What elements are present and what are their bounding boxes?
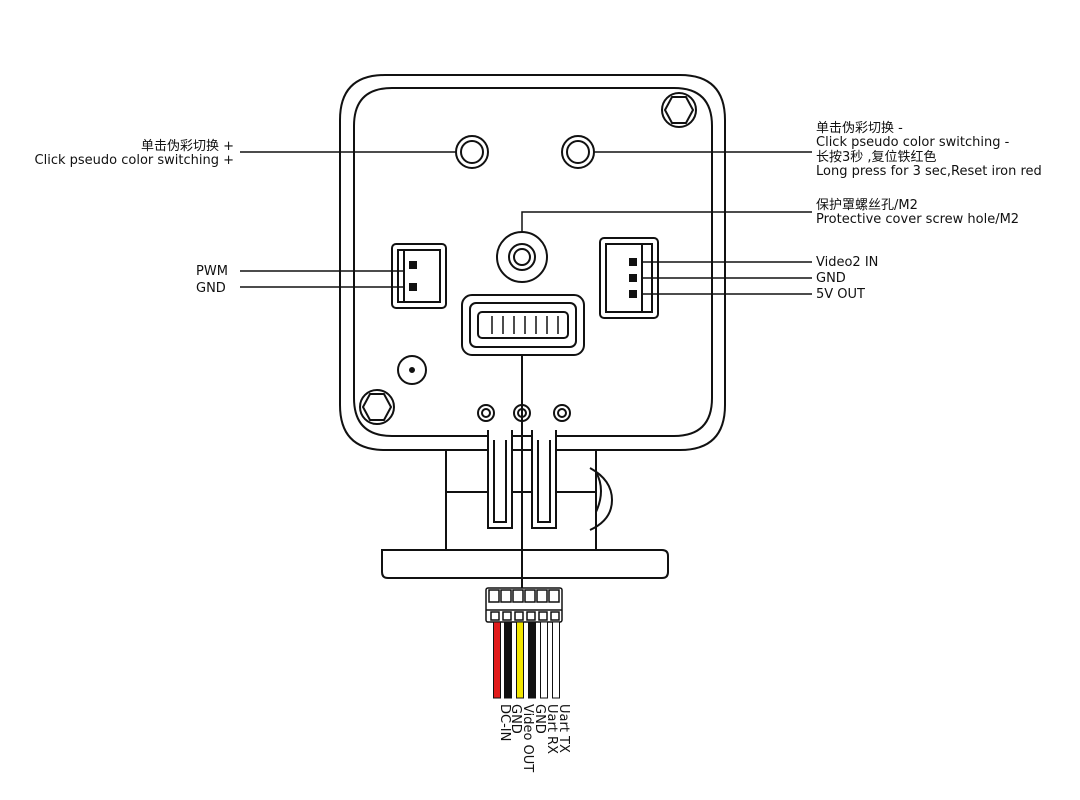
wire-label-4: Uart RX bbox=[544, 704, 559, 754]
bottom-left-screw-icon bbox=[361, 393, 393, 421]
right-button-long-press-en: Long press for 3 sec,Reset iron red bbox=[816, 164, 1042, 179]
screw-hole-label-cn: 保护罩螺丝孔/M2 bbox=[816, 198, 918, 213]
camera-housing bbox=[339, 74, 726, 451]
wire-2 bbox=[516, 621, 524, 699]
left-button-label-en: Click pseudo color switching + bbox=[35, 153, 234, 168]
right-button-label-en: Click pseudo color switching - bbox=[816, 135, 1010, 150]
pwm-connector bbox=[391, 243, 447, 309]
cable-plug bbox=[485, 587, 563, 623]
status-indicator bbox=[397, 355, 427, 385]
right-button-label-cn: 单击伪彩切换 - bbox=[816, 121, 903, 136]
wire-0 bbox=[493, 621, 501, 699]
wire-3 bbox=[528, 621, 536, 699]
wire-label-5: Uart TX bbox=[556, 704, 571, 753]
right-button-long-press-cn: 长按3秒 ,复位铁红色 bbox=[816, 149, 937, 165]
color-minus-button[interactable] bbox=[561, 135, 595, 169]
wire-5 bbox=[552, 621, 560, 699]
right-gnd-label: GND bbox=[816, 271, 846, 286]
wire-label-1: GND bbox=[508, 704, 523, 734]
leader-lines bbox=[240, 151, 812, 295]
wire-4 bbox=[540, 621, 548, 699]
housing-slots bbox=[477, 404, 571, 529]
wire-label-2: Video OUT bbox=[520, 704, 535, 772]
5v-out-label: 5V OUT bbox=[816, 287, 865, 302]
color-plus-button[interactable] bbox=[455, 135, 489, 169]
cable-wires bbox=[493, 621, 560, 699]
mount-bracket bbox=[381, 449, 669, 579]
pwm-label: PWM bbox=[196, 264, 228, 279]
protective-screw-hole bbox=[496, 231, 548, 283]
wire-label-3: GND bbox=[532, 704, 547, 734]
video2-in-label: Video2 IN bbox=[816, 255, 878, 270]
left-button-label-cn: 单击伪彩切换 + bbox=[141, 139, 234, 154]
screw-hole-label-en: Protective cover screw hole/M2 bbox=[816, 212, 1019, 227]
wire-1 bbox=[504, 621, 512, 699]
main-connector bbox=[461, 294, 585, 356]
left-gnd-label: GND bbox=[196, 281, 226, 296]
top-right-screw-icon bbox=[663, 96, 695, 124]
wire-label-0: DC-IN bbox=[497, 704, 512, 741]
